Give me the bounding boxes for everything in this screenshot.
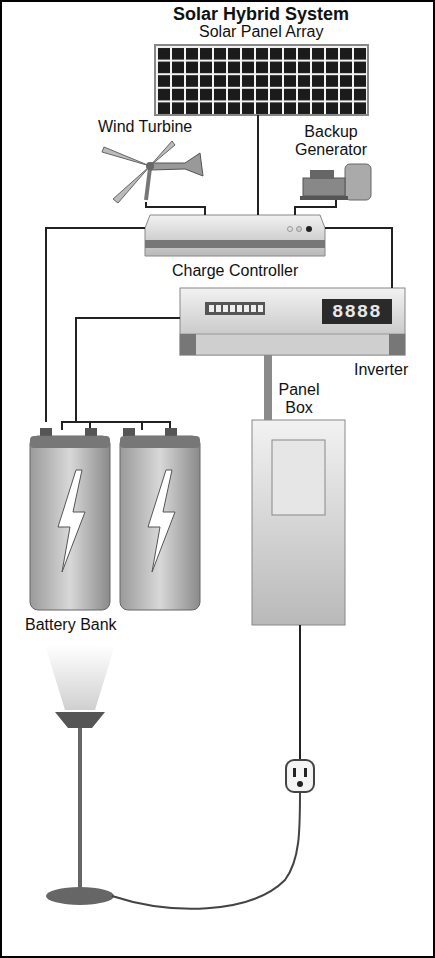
wire [146,202,205,215]
battery-bank: Battery Bank [30,422,200,610]
display-digits: 8888 [332,301,382,323]
turbine-blade [113,166,150,203]
panel-box-door [272,440,325,515]
component-label: Wind Turbine [98,118,192,136]
component-label: Solar Panel Array [199,23,324,41]
lamp-cord [112,792,300,909]
battery-terminal [165,428,177,436]
component-label: Inverter [354,361,408,379]
indicator-light [297,227,302,232]
outlet-wire [299,625,301,760]
wire [257,115,259,215]
wire [46,228,145,422]
wire [295,200,336,215]
component-label: Charge Controller [172,262,298,280]
charge-controller: Charge Controller [145,215,325,256]
lightning-bolt [58,470,85,572]
battery-jumper [62,422,170,430]
battery-terminal [85,428,97,436]
turbine-tower [146,168,150,200]
label-box: Solar Panel Array [199,23,324,41]
wind-turbine: Wind Turbine [85,140,205,202]
battery-top [30,436,110,448]
component-label: Battery Bank [25,616,117,634]
indicator-light [288,227,293,232]
panel-grid [155,45,368,115]
generator-tank [345,164,371,200]
lightning-bolt [148,470,175,572]
panel-box-figure [252,420,345,625]
indicator-light [306,226,312,232]
turbine-blade [150,141,175,166]
lamp-pole [78,728,82,888]
generator-base [300,196,348,200]
inverter-base [180,334,405,355]
lamp-light [45,645,115,710]
panel-box: Panel Box [252,420,345,625]
controller-stripe [145,240,325,248]
outlet-ground [297,781,303,787]
label-box: Charge Controller [172,262,298,280]
generator [300,164,371,200]
label-box: Panel Box [273,381,325,416]
outlet-slot [293,768,296,777]
wind-turbine [102,141,203,203]
turbine-nacelle [150,153,203,176]
outlet [286,760,314,792]
lamp-shade [55,712,105,728]
wire [325,228,392,288]
outlet-and-lamp [45,625,314,909]
lamp-base [46,887,114,905]
charge-controller-box [145,215,325,256]
display [322,299,392,324]
component-label: Backup Generator [290,123,372,158]
power-conduit [264,355,272,420]
battery [120,436,200,610]
label-box: Battery Bank [25,616,117,634]
outlet-slot [304,768,307,777]
label-box: Wind Turbine [98,118,192,136]
battery [30,436,110,610]
panel-box-case [252,420,345,625]
component-label: Panel Box [273,381,325,416]
label-box: Backup Generator [290,123,372,158]
turbine-blade [102,147,150,166]
wire [76,318,180,422]
battery-bank [30,422,200,610]
battery-terminal [123,428,135,436]
battery-terminal [40,428,52,436]
backup-generator: Backup Generator [300,162,372,200]
turbine-hub [146,162,154,170]
generator-head [310,170,334,179]
dip-switch [205,302,265,315]
generator-engine [303,178,345,196]
controller-case [145,215,325,256]
dip-switch-keys [209,305,263,312]
inverter-cap [180,334,196,355]
inverter-case [180,288,405,355]
diagram-title: Solar Hybrid System [173,4,349,25]
battery-top [120,436,200,448]
label-box: Inverter [354,361,408,379]
solar-panel [155,45,368,115]
inverter-cap [389,334,405,355]
solar-panel-array: Solar Panel Array [155,45,368,115]
inverter-box [180,288,405,355]
